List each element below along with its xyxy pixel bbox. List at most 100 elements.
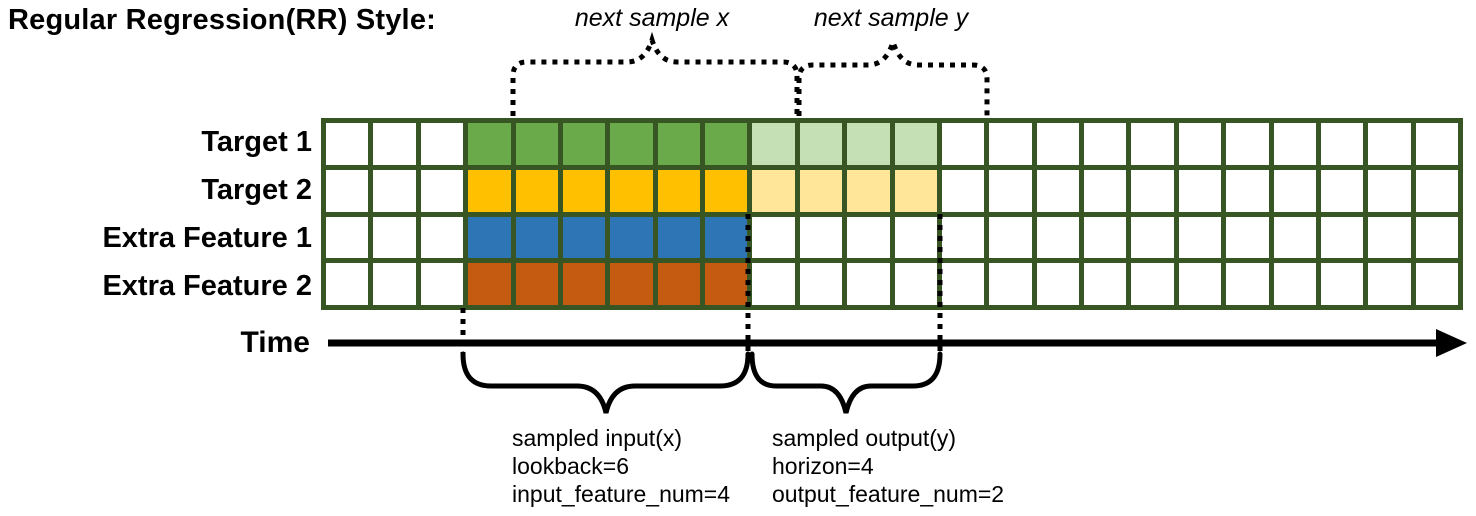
grid-cell [468, 169, 511, 212]
grid-cell [989, 169, 1032, 212]
grid-cell [1178, 169, 1222, 212]
grid-cell [1320, 123, 1364, 165]
grid-cell [1273, 216, 1316, 259]
next-sample-x-label: next sample x [574, 4, 730, 32]
grid-cell [894, 123, 937, 165]
grid-cell [1131, 263, 1174, 305]
grid-cell [515, 169, 558, 212]
next-sample-x-brace [510, 31, 800, 116]
row-label: Target 2 [201, 174, 312, 206]
grid-cell [941, 169, 985, 212]
grid-cell [468, 263, 511, 305]
grid-cell [847, 263, 890, 305]
sampled-input-brace [460, 351, 751, 414]
grid-cell [1415, 263, 1458, 305]
grid-cell [1415, 123, 1458, 165]
grid-cell [1084, 123, 1127, 165]
grid-cell [562, 216, 606, 259]
grid-cell [1131, 216, 1174, 259]
grid-cell [705, 216, 748, 259]
grid-cell [1273, 263, 1316, 305]
grid-cell [894, 169, 937, 212]
grid-cell [1368, 123, 1411, 165]
output-feature-num-label: output_feature_num=2 [772, 481, 1005, 507]
grid-cell [1178, 263, 1222, 305]
grid-cell [1368, 216, 1411, 259]
grid-cell [657, 216, 700, 259]
grid-cell [326, 123, 369, 165]
grid-cell [515, 216, 558, 259]
row-label: Extra Feature 1 [102, 222, 312, 254]
grid-cell [326, 169, 369, 212]
next-sample-y-label: next sample y [813, 4, 969, 32]
grid-cell [1036, 169, 1079, 212]
grid-cell [326, 216, 369, 259]
grid-cell [657, 169, 700, 212]
grid-cell [1273, 169, 1316, 212]
grid-cell [989, 123, 1032, 165]
lookback-label: lookback=6 [512, 453, 629, 479]
grid-cell [705, 169, 748, 212]
grid-cell [373, 123, 416, 165]
grid-cell [1131, 169, 1174, 212]
grid-cell [562, 169, 606, 212]
grid-cell [1036, 123, 1079, 165]
grid-cell [752, 169, 795, 212]
grid-cell [1084, 263, 1127, 305]
grid-cell [941, 216, 985, 259]
grid-cell [1178, 123, 1222, 165]
grid-cell [1084, 169, 1127, 212]
grid-cell [1320, 216, 1364, 259]
grid-cell [705, 263, 748, 305]
grid-cell [1036, 216, 1079, 259]
grid-cell [610, 216, 653, 259]
grid-cell [705, 123, 748, 165]
grid-cell [657, 263, 700, 305]
horizon-label: horizon=4 [772, 453, 874, 479]
grid-cell [1178, 216, 1222, 259]
grid-cell [1368, 169, 1411, 212]
grid-cell [752, 263, 795, 305]
sampled-input-caption: sampled input(x) lookback=6 input_featur… [512, 424, 730, 508]
grid-cell [373, 216, 416, 259]
grid-cell [989, 216, 1032, 259]
grid-cell [894, 263, 937, 305]
grid-cell [1320, 169, 1364, 212]
time-series-grid [321, 118, 1463, 310]
sampled-output-caption: sampled output(y) horizon=4 output_featu… [772, 424, 1004, 508]
grid-cell [373, 263, 416, 305]
grid-cell [1226, 169, 1269, 212]
grid-cell [610, 169, 653, 212]
grid-cell [1273, 123, 1316, 165]
grid-cell [562, 263, 606, 305]
grid-cell [941, 263, 985, 305]
grid-cell [847, 123, 890, 165]
time-axis-arrowhead [1436, 329, 1467, 357]
sampled-output-label: sampled output(y) [772, 425, 957, 451]
grid-cell [752, 216, 795, 259]
grid-cell [1226, 123, 1269, 165]
grid-cell [420, 216, 464, 259]
sampled-output-brace [749, 351, 943, 414]
grid-cell [468, 123, 511, 165]
grid-cell [562, 123, 606, 165]
diagram-title: Regular Regression(RR) Style: [8, 4, 436, 36]
grid-cell [420, 123, 464, 165]
time-axis-label: Time [240, 326, 310, 359]
grid-cell [799, 216, 843, 259]
grid-cell [1084, 216, 1127, 259]
row-label: Extra Feature 2 [102, 270, 312, 302]
grid-cell [1415, 169, 1458, 212]
grid-cell [1036, 263, 1079, 305]
grid-cell [420, 263, 464, 305]
grid-cell [894, 216, 937, 259]
grid-cell [847, 216, 890, 259]
grid-cell [326, 263, 369, 305]
grid-cell [799, 123, 843, 165]
sampled-input-label: sampled input(x) [512, 425, 683, 451]
grid-cell [847, 169, 890, 212]
next-sample-y-brace [796, 33, 990, 116]
input-feature-num-label: input_feature_num=4 [512, 481, 731, 507]
grid-cell [1368, 263, 1411, 305]
